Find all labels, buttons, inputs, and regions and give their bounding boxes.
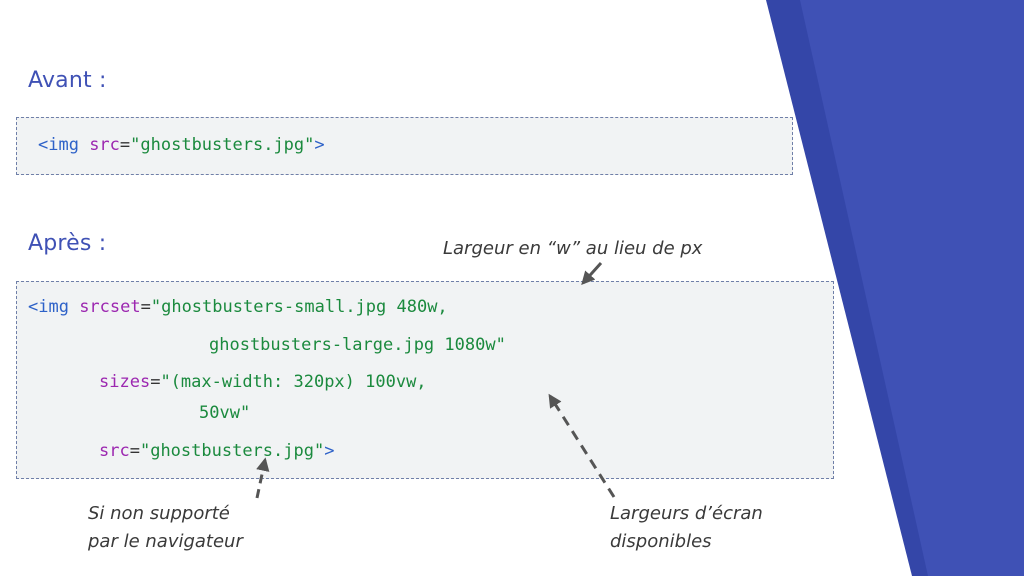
code-line-4: 50vw" (199, 403, 250, 423)
heading-avant: Avant : (28, 68, 107, 93)
annotation-line: Largeurs d’écran (610, 503, 763, 524)
code-string: "(max-width: 320px) 100vw, (160, 372, 427, 392)
code-tag-close: > (324, 441, 335, 461)
code-attribute: src (99, 441, 130, 461)
code-string: "ghostbusters-small.jpg 480w, (150, 297, 448, 317)
annotation-line: Si non supporté (88, 503, 230, 524)
annotation-non-supporte: Si non supporté par le navigateur (88, 500, 243, 556)
code-tag-open: <img (28, 297, 80, 317)
code-block-apres: <img srcset="ghostbusters-small.jpg 480w… (16, 281, 834, 479)
code-equals: = (140, 297, 151, 317)
annotation-largeurs-ecran: Largeurs d’écran disponibles (610, 500, 763, 556)
code-line-3: sizes="(max-width: 320px) 100vw, (99, 372, 427, 392)
annotation-line: par le navigateur (88, 531, 243, 552)
code-equals: = (129, 441, 140, 461)
code-tag-open: <img (38, 135, 90, 155)
code-string: "ghostbusters.jpg" (139, 441, 325, 461)
code-string: "ghostbusters.jpg" (130, 135, 315, 155)
annotation-largeur-w: Largeur en “w” au lieu de px (443, 238, 703, 259)
code-line-1: <img srcset="ghostbusters-small.jpg 480w… (28, 297, 448, 317)
code-attribute: src (89, 135, 120, 155)
code-equals: = (119, 135, 131, 155)
code-equals: = (150, 372, 161, 392)
code-line-5: src="ghostbusters.jpg"> (99, 441, 334, 461)
code-string: 50vw" (199, 403, 251, 423)
arrow-to-480w (581, 261, 603, 286)
code-string: ghostbusters-large.jpg 1080w" (209, 335, 506, 355)
code-line-2: ghostbusters-large.jpg 1080w" (209, 335, 506, 355)
code-tag-close: > (314, 135, 325, 155)
code-attribute: srcset (79, 297, 141, 317)
code-block-avant: <img src="ghostbusters.jpg"> (16, 117, 793, 175)
heading-apres: Après : (28, 231, 107, 256)
code-line: <img src="ghostbusters.jpg"> (38, 135, 325, 155)
annotation-line: disponibles (610, 531, 712, 552)
code-attribute: sizes (99, 372, 151, 392)
